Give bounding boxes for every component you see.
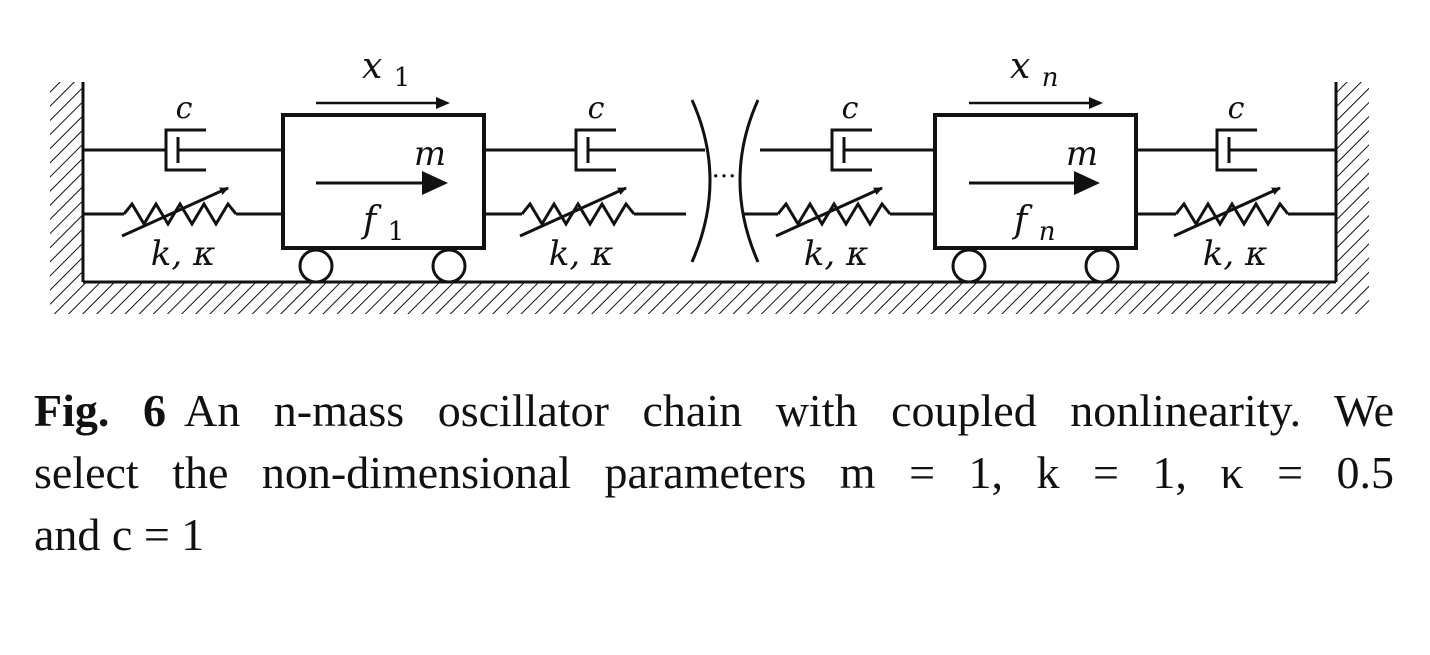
spring-label-2: k, κ bbox=[549, 234, 614, 274]
connection-lines bbox=[83, 148, 1336, 216]
force-label-n: f n bbox=[1011, 200, 1056, 247]
spring-label-4: k, κ bbox=[1203, 234, 1268, 274]
spring-2 bbox=[519, 186, 636, 238]
displacement-arrow-1 bbox=[316, 97, 450, 109]
right-wall bbox=[1334, 82, 1369, 282]
displacement-label-n-text: x bbox=[1010, 46, 1030, 87]
mass-1 bbox=[281, 113, 486, 284]
ground bbox=[50, 280, 1369, 314]
damper-3 bbox=[830, 128, 872, 172]
mass-n bbox=[933, 113, 1138, 284]
mass-label-n: m bbox=[1066, 134, 1098, 174]
displacement-label-1-text: x bbox=[362, 46, 382, 87]
oscillator-chain-diagram: ··· c c c c k, κ k, κ k, κ k, κ m m x 1 … bbox=[50, 46, 1369, 314]
left-wall bbox=[50, 82, 85, 282]
caption-line-1-text: An n-mass oscillator chain with coupled … bbox=[183, 385, 1394, 436]
damper-label-4: c bbox=[1228, 91, 1245, 126]
chain-break bbox=[690, 99, 760, 263]
caption-line-1: Fig. 6 An n-mass oscillator chain with co… bbox=[34, 380, 1394, 442]
damper-1 bbox=[164, 128, 206, 172]
force-label-1: f 1 bbox=[360, 200, 404, 247]
subscript: n bbox=[1042, 63, 1059, 93]
subscript: n bbox=[1039, 217, 1056, 247]
caption-line-3: and c = 1 bbox=[34, 509, 205, 560]
spring-label-3: k, κ bbox=[804, 234, 869, 274]
damper-label-1: c bbox=[176, 91, 193, 126]
subscript: 1 bbox=[394, 63, 411, 93]
damper-4 bbox=[1215, 128, 1257, 172]
subscript: 1 bbox=[388, 217, 405, 247]
displacement-arrow-n bbox=[969, 97, 1103, 109]
figure-number: Fig. 6 bbox=[34, 385, 166, 436]
spring-1 bbox=[121, 186, 238, 238]
damper-label-2: c bbox=[588, 91, 605, 126]
displacement-label-1: x 1 bbox=[362, 46, 410, 93]
damper-label-3: c bbox=[842, 91, 859, 126]
displacement-label-n: x n bbox=[1010, 46, 1059, 93]
ellipsis: ··· bbox=[712, 162, 737, 192]
spring-label-1: k, κ bbox=[151, 234, 216, 274]
force-label-n-text: f bbox=[1011, 200, 1033, 241]
figure-caption: Fig. 6 An n-mass oscillator chain with co… bbox=[34, 380, 1394, 566]
spring-3 bbox=[775, 186, 892, 238]
caption-line-2: select the non-dimensional parameters m … bbox=[34, 447, 1394, 498]
spring-4 bbox=[1173, 186, 1290, 238]
force-label-1-text: f bbox=[360, 200, 382, 241]
damper-2 bbox=[574, 128, 616, 172]
mass-label-1: m bbox=[414, 134, 446, 174]
